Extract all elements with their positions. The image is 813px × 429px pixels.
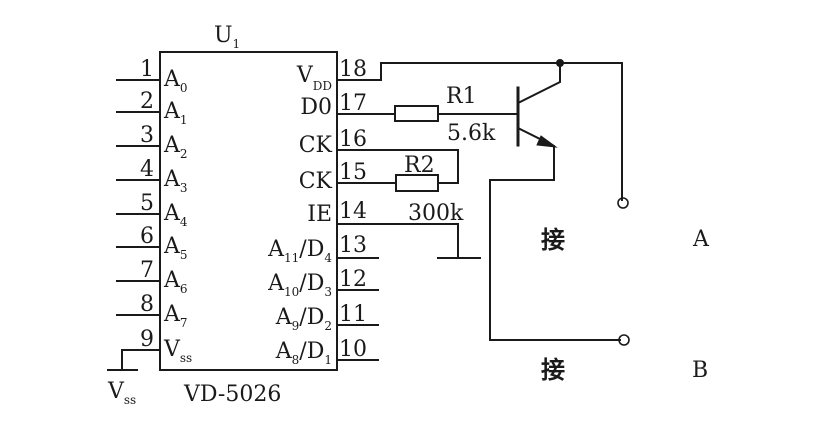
pin-number: 8: [140, 292, 154, 317]
right-pin-leads: [336, 62, 561, 361]
pin-number: 1: [140, 57, 154, 82]
pin-name: VDD: [296, 63, 332, 93]
pin-name: A9/D2: [275, 305, 332, 333]
pin-name: A5: [163, 234, 188, 262]
left-pin-numbers: 1 2 3 4 5 6 7 8 9: [140, 57, 154, 352]
terminal-a-name: A: [692, 227, 710, 252]
pin-number: 11: [339, 302, 367, 327]
terminal-b-prefix: 接: [541, 356, 565, 384]
ic-designator: U1: [214, 23, 240, 51]
pin-number: 5: [140, 191, 154, 216]
left-pin-leads: [107, 79, 161, 371]
pin-name: A11/D4: [267, 237, 332, 265]
pin-name: A6: [163, 268, 188, 296]
pin-name: IE: [307, 202, 332, 227]
pin-number: 7: [140, 258, 154, 283]
pin-name: CK: [299, 169, 333, 194]
pin-number: 12: [339, 267, 367, 292]
right-pin-numbers: 18 17 16 15 14 13 12 11 10: [339, 57, 367, 362]
pin-number: 10: [339, 337, 367, 362]
pin-number: 3: [140, 123, 154, 148]
vss-ground-label: Vss: [107, 379, 136, 407]
pin-number: 6: [140, 224, 154, 249]
pin-number: 15: [339, 160, 367, 185]
right-pin-names: VDD D0 CK CK IE A11/D4 A10/D3 A9/D2 A8/D…: [267, 63, 332, 367]
pin-number: 4: [140, 157, 154, 182]
pin-name: D0: [300, 95, 332, 120]
terminal-b-node: [618, 334, 630, 346]
transistor: [489, 62, 621, 341]
pin-number: 16: [339, 127, 367, 152]
terminal-a-node: [617, 197, 629, 209]
pin-name: A1: [163, 99, 188, 127]
pin-number: 9: [140, 327, 154, 352]
ic-part-number: VD-5026: [183, 382, 281, 407]
resistor-r2: [380, 174, 459, 192]
pin-number: 17: [339, 91, 367, 116]
terminal-b-name: B: [692, 358, 708, 383]
pin-number: 14: [339, 199, 367, 224]
left-pin-names: A0 A1 A2 A3 A4 A5 A6 A7 Vss: [163, 67, 192, 365]
vdd-to-terminal-a-wire: [559, 62, 623, 201]
pin-name: CK: [299, 133, 333, 158]
r2-label: R2: [404, 153, 435, 178]
pin-number: 2: [140, 89, 154, 114]
terminal-a-prefix: 接: [541, 226, 565, 254]
r1-value: 5.6k: [447, 121, 496, 146]
pin-name: A0: [163, 67, 188, 95]
pin-number: 18: [339, 57, 367, 82]
pin-number: 13: [339, 233, 367, 258]
pin-name: A4: [163, 201, 188, 229]
pin-name: A7: [163, 302, 188, 330]
pin-name: A8/D1: [275, 339, 332, 367]
r2-value: 300k: [408, 201, 464, 226]
r1-label: R1: [446, 84, 477, 109]
pin-name: Vss: [163, 337, 192, 365]
pin-name: A3: [163, 167, 188, 195]
resistor-r1: [380, 105, 519, 122]
pin-name: A2: [163, 133, 188, 161]
pin-name: A10/D3: [267, 271, 332, 299]
ic-body: [159, 51, 338, 371]
